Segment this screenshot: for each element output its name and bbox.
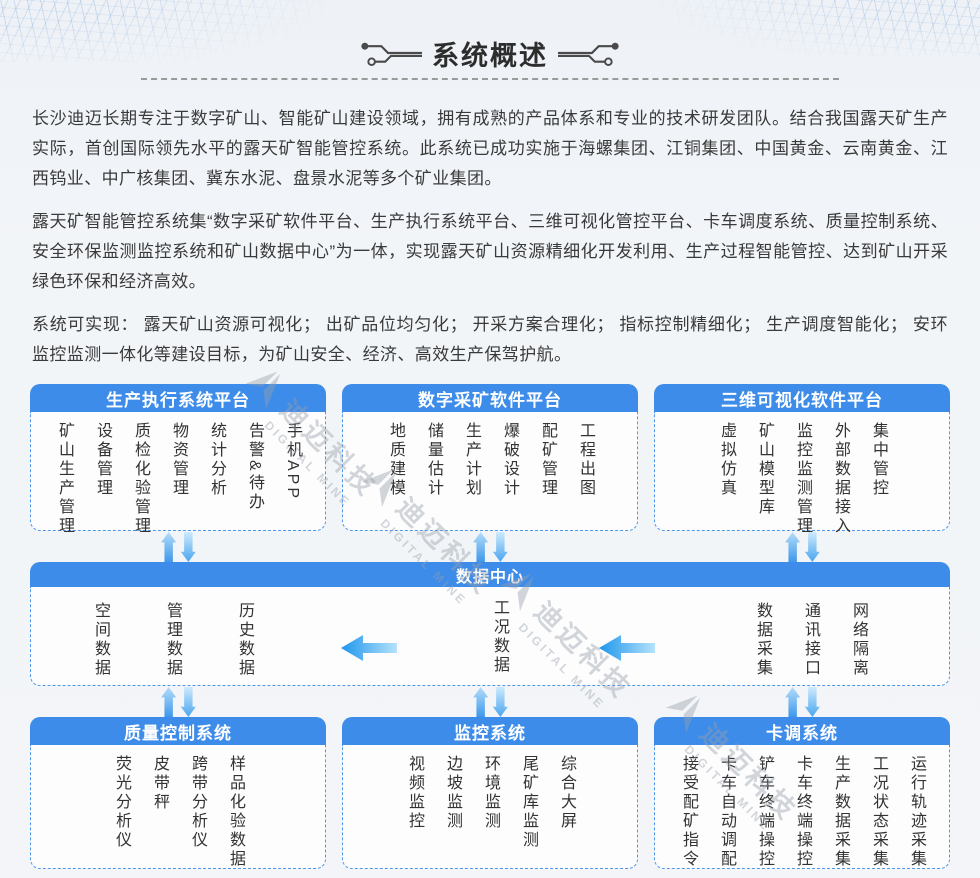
- up-down-arrow-icon: [160, 531, 196, 562]
- arrow-cell: [342, 686, 638, 717]
- intro-section: 长沙迪迈长期专注于数字矿山、智能矿山建设领域，拥有成熟的产品体系和专业的技术研发…: [32, 104, 948, 370]
- data-center-middle-group: 工况数据: [488, 599, 510, 680]
- feature-item: 物资管理: [170, 422, 187, 498]
- feature-item: 尾矿库监测: [520, 755, 537, 850]
- top-arrow-row: [30, 531, 950, 562]
- box-title: 数据中心: [30, 562, 950, 587]
- box-body: 空间数据 管理数据 历史数据 工况数据 数据采集 通讯接口 网络隔离: [30, 587, 950, 686]
- feature-item: 皮带秤: [151, 755, 168, 812]
- box-body: 视频监控 边坡监测 环境监测 尾矿库监测 综合大屏: [342, 745, 638, 869]
- feature-item: 矿山模型库: [756, 422, 773, 517]
- feature-item: 运行轨迹采集: [908, 755, 925, 869]
- data-item: 通讯接口: [802, 602, 819, 678]
- up-down-arrow-icon: [784, 686, 820, 717]
- box-title: 三维可视化软件平台: [654, 384, 950, 412]
- data-item: 空间数据: [92, 602, 109, 678]
- feature-item: 储量估计: [425, 422, 442, 498]
- box-truck-dispatch-system: 卡调系统 接受配矿指令 卡车自动调配 铲车终端操控 卡车终端操控 生产数据采集 …: [654, 717, 950, 869]
- page-title: 系统概述: [432, 40, 548, 71]
- intro-paragraph-2: 露天矿智能管控系统集“数字采矿软件平台、生产执行系统平台、三维可视化管控平台、卡…: [32, 212, 948, 291]
- page-header: 系统概述: [0, 0, 980, 80]
- feature-item: 视频监控: [406, 755, 423, 831]
- bottom-system-row: 质量控制系统 荧光分析仪 皮带秤 跨带分析仪 样品化验数据 监控系统 视频监控 …: [30, 717, 950, 869]
- arrow-cell: [30, 686, 326, 717]
- feature-item: 工程出图: [577, 422, 594, 498]
- box-production-execution-platform: 生产执行系统平台 矿山生产管理 设备管理 质检化验管理 物资管理 统计分析 告警…: [30, 384, 326, 536]
- feature-item: 集中管控: [870, 422, 887, 498]
- feature-item: 铲车终端操控: [756, 755, 773, 869]
- feature-item: 生产计划: [463, 422, 480, 498]
- system-architecture-diagram: 生产执行系统平台 矿山生产管理 设备管理 质检化验管理 物资管理 统计分析 告警…: [30, 384, 950, 869]
- box-monitoring-system: 监控系统 视频监控 边坡监测 环境监测 尾矿库监测 综合大屏: [342, 717, 638, 869]
- feature-item: 设备管理: [94, 422, 111, 498]
- intro-paragraph-1: 长沙迪迈长期专注于数字矿山、智能矿山建设领域，拥有成熟的产品体系和专业的技术研发…: [32, 109, 948, 188]
- circuit-decor-right-icon: [558, 42, 619, 66]
- box-title: 监控系统: [342, 717, 638, 745]
- up-down-arrow-icon: [472, 531, 508, 562]
- data-item: 历史数据: [236, 602, 253, 678]
- feature-item: 综合大屏: [558, 755, 575, 831]
- intro-paragraph-3: 系统可实现： 露天矿山资源可视化； 出矿品位均匀化； 开采方案合理化； 指标控制…: [32, 315, 948, 364]
- header-divider: [141, 78, 839, 80]
- left-arrow-icon: [599, 635, 655, 661]
- data-item: 网络隔离: [850, 602, 867, 678]
- feature-item: 监控监测管理: [794, 422, 811, 536]
- feature-item: 矿山生产管理: [56, 422, 73, 536]
- box-data-center: 数据中心 空间数据 管理数据 历史数据 工况数据 数据采集: [30, 562, 950, 686]
- feature-item: 边坡监测: [444, 755, 461, 831]
- feature-item: 统计分析: [208, 422, 225, 498]
- box-quality-control-system: 质量控制系统 荧光分析仪 皮带秤 跨带分析仪 样品化验数据: [30, 717, 326, 869]
- feature-item: 样品化验数据: [227, 755, 244, 869]
- feature-item: 生产数据采集: [832, 755, 849, 869]
- box-title: 生产执行系统平台: [30, 384, 326, 412]
- feature-item: 配矿管理: [539, 422, 556, 498]
- bottom-arrow-row: [30, 686, 950, 717]
- feature-item: 质检化验管理: [132, 422, 149, 536]
- box-body: 矿山生产管理 设备管理 质检化验管理 物资管理 统计分析 告警&待办 手机APP: [30, 412, 326, 536]
- up-down-arrow-icon: [784, 531, 820, 562]
- feature-item: 外部数据接入: [832, 422, 849, 536]
- box-digital-mining-platform: 数字采矿软件平台 地质建模 储量估计 生产计划 爆破设计 配矿管理 工程出图: [342, 384, 638, 531]
- data-item: 工况数据: [491, 599, 508, 675]
- arrow-cell: [654, 686, 950, 717]
- left-arrow-icon: [341, 635, 397, 661]
- title-row: 系统概述: [0, 34, 980, 72]
- box-body: 虚拟仿真 矿山模型库 监控监测管理 外部数据接入 集中管控: [654, 412, 950, 536]
- data-item: 管理数据: [164, 602, 181, 678]
- box-3d-visualization-platform: 三维可视化软件平台 虚拟仿真 矿山模型库 监控监测管理 外部数据接入 集中管控: [654, 384, 950, 536]
- feature-item: 工况状态采集: [870, 755, 887, 869]
- box-body: 地质建模 储量估计 生产计划 爆破设计 配矿管理 工程出图: [342, 412, 638, 531]
- arrow-cell: [342, 531, 638, 562]
- box-title: 质量控制系统: [30, 717, 326, 745]
- feature-item: 告警&待办: [246, 422, 263, 512]
- up-down-arrow-icon: [472, 686, 508, 717]
- box-body: 接受配矿指令 卡车自动调配 铲车终端操控 卡车终端操控 生产数据采集 工况状态采…: [654, 745, 950, 869]
- feature-item: 爆破设计: [501, 422, 518, 498]
- data-center-right-group: 数据采集 通讯接口 网络隔离: [751, 602, 869, 678]
- feature-item: 虚拟仿真: [718, 422, 735, 498]
- feature-item: 荧光分析仪: [113, 755, 130, 850]
- feature-item: 地质建模: [387, 422, 404, 498]
- box-title: 卡调系统: [654, 717, 950, 745]
- feature-item: 卡车终端操控: [794, 755, 811, 869]
- feature-item: 卡车自动调配: [718, 755, 735, 869]
- box-title: 数字采矿软件平台: [342, 384, 638, 412]
- feature-item: 接受配矿指令: [680, 755, 697, 869]
- feature-item: 跨带分析仪: [189, 755, 206, 850]
- arrow-cell: [654, 531, 950, 562]
- up-down-arrow-icon: [160, 686, 196, 717]
- feature-item: 手机APP: [284, 422, 301, 502]
- circuit-decor-left-icon: [361, 42, 422, 66]
- arrow-cell: [30, 531, 326, 562]
- data-center-left-group: 空间数据 管理数据 历史数据: [89, 602, 255, 678]
- data-item: 数据采集: [754, 602, 771, 678]
- top-platform-row: 生产执行系统平台 矿山生产管理 设备管理 质检化验管理 物资管理 统计分析 告警…: [30, 384, 950, 536]
- feature-item: 环境监测: [482, 755, 499, 831]
- box-body: 荧光分析仪 皮带秤 跨带分析仪 样品化验数据: [30, 745, 326, 869]
